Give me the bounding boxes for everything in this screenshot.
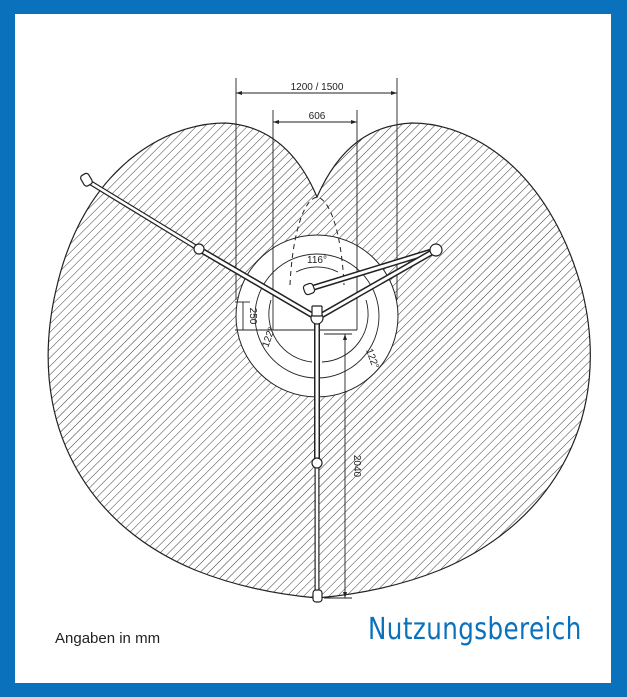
seat-left [80, 172, 93, 187]
seat-ends [80, 172, 323, 603]
swing-arms [84, 177, 438, 598]
page-title: Nutzungsbereich [368, 612, 582, 647]
label-angle-top: 116° [307, 255, 327, 266]
drawing-frame: 1200 / 1500 606 116° 122° 122° 250 2040 [15, 14, 611, 683]
swing-path-dashed [289, 196, 345, 286]
joint-right [429, 243, 443, 257]
units-note: Angaben in mm [55, 630, 161, 647]
dimension-arrows [236, 91, 397, 598]
label-outer-width: 1200 / 1500 [291, 82, 344, 93]
hub-block [311, 305, 323, 317]
joint-left [193, 243, 205, 255]
usage-area-diagram: 1200 / 1500 606 116° 122° 122° 250 2040 [47, 78, 591, 603]
joints [193, 243, 443, 469]
joint-bottom [311, 457, 323, 469]
label-arm-length: 2040 [351, 455, 362, 478]
seat-bottom [312, 589, 323, 603]
angle-arcs [268, 266, 369, 363]
label-inner-width: 606 [309, 111, 326, 122]
seat-top [302, 282, 316, 296]
label-side-offset: 250 [247, 308, 258, 325]
